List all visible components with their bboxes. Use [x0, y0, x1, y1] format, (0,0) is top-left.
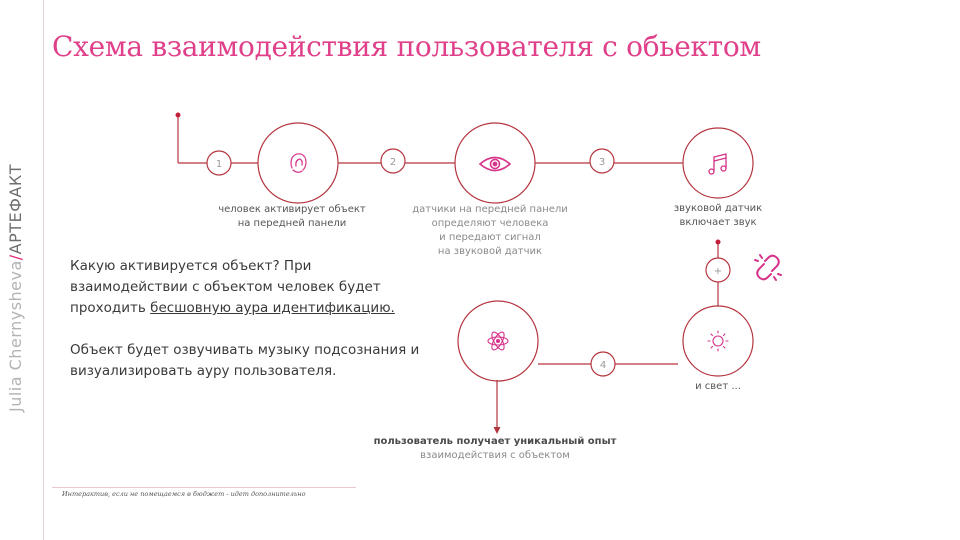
result-subtitle: взаимодействия с объектом [420, 450, 570, 461]
node-music [682, 127, 754, 199]
aura-identification-link[interactable]: бесшовную аура идентификацию. [150, 300, 395, 316]
footnote-divider [52, 487, 356, 488]
sun-icon [707, 330, 729, 352]
result-arrow [493, 427, 501, 434]
step-4-circle [590, 351, 616, 377]
sidebar-divider [43, 0, 44, 540]
footnote: Интерактив, если не помещаемся в бюджет … [62, 490, 306, 498]
touch-icon [290, 153, 307, 173]
plus-circle [705, 257, 731, 283]
result-title: пользователь получает уникальный опыт [373, 436, 617, 447]
start-dot [175, 112, 181, 118]
page-title: Схема взаимодействия пользователя с обье… [52, 30, 761, 63]
caption-eye: датчики на передней панели определяют че… [412, 204, 568, 257]
step-1-circle [206, 150, 232, 176]
atom-icon [487, 331, 509, 351]
description-paragraph-1: Какую активируется объект? При взаимодей… [70, 256, 430, 319]
caption-touch: человек активирует объект на передней па… [218, 204, 366, 229]
description: Какую активируется объект? При взаимодей… [70, 256, 430, 382]
caption-light: и свет ... [695, 381, 741, 392]
description-p1-text: Какую активируется объект? При взаимодей… [70, 258, 381, 316]
step-2-circle [380, 148, 406, 174]
step-4-label: 4 [600, 360, 606, 371]
step-3-circle [589, 148, 615, 174]
step-3-label: 3 [599, 157, 605, 168]
plus-label: + [714, 266, 722, 277]
node-eye [454, 122, 536, 204]
node-touch [257, 122, 339, 204]
caption-music: звуковой датчик включает звук [673, 203, 763, 228]
music-note-icon [708, 153, 727, 175]
sound-dot [715, 239, 721, 245]
step-2-label: 2 [390, 157, 396, 168]
eye-icon [478, 156, 512, 172]
broken-link-icon [754, 254, 782, 281]
description-paragraph-2: Объект будет озвучивать музыку подсознан… [70, 342, 420, 379]
node-atom [457, 300, 539, 382]
step-1-label: 1 [216, 159, 222, 170]
node-light [682, 305, 754, 377]
